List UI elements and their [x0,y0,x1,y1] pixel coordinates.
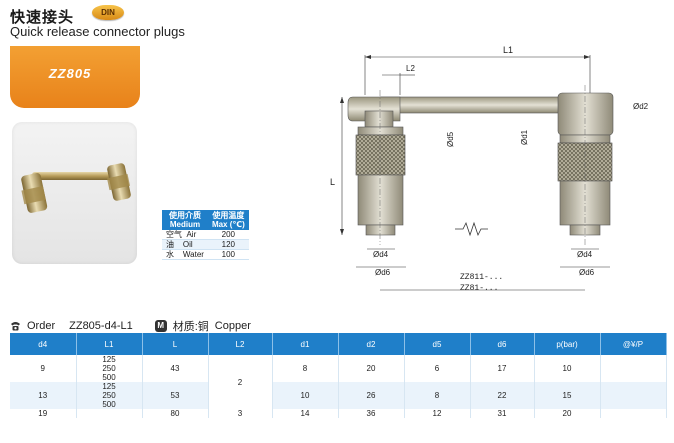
spec-header-row: d4 L1 L L2 d1 d2 d5 d6 p(bar) @¥/P [10,333,667,355]
technical-drawing: L1 L2 L Ød2 Ød5 Ød1 Ød4 Ød6 Ød4 Ød6 ZZ81… [330,45,649,293]
dim-d6-left: Ød6 [375,268,391,277]
material-label: 材质:铜 [172,321,209,333]
order-code: ZZ805-d4-L1 [69,320,133,332]
order-label: Order [27,320,56,332]
din-badge: DIN [92,5,124,20]
order-line: Order ZZ805-d4-L1 M 材质:铜 Copper [10,318,251,334]
dim-d1: Ød1 [520,129,529,145]
table-row: 125 [10,382,667,391]
dim-d4-right: Ød4 [577,250,593,259]
medium-row: 水 Water 100 [162,249,249,260]
dim-d6-right: Ød6 [579,268,595,277]
col-d2: d2 [338,333,405,355]
dim-l2: L2 [406,64,415,73]
phone-icon [11,322,20,331]
col-pressure: p(bar) [534,333,601,355]
model-label: ZZ805 [48,66,92,81]
l2-merged: 2 [208,355,273,409]
product-photo [12,122,137,264]
dim-l: L [330,177,335,187]
col-l1: L1 [76,333,143,355]
col-d5: d5 [404,333,471,355]
dim-l1: L1 [503,45,513,55]
col-l2: L2 [208,333,273,355]
col-l: L [142,333,209,355]
model-banner [10,46,140,108]
table-row: 500 [10,400,667,409]
page-title-cn: 快速接头 [10,9,75,26]
col-d6: d6 [470,333,535,355]
dim-d2: Ød2 [633,102,649,111]
spec-table: d4 L1 L L2 d1 d2 d5 d6 p(bar) @¥/P 125 2… [10,333,667,418]
material-icon: M [154,320,167,332]
col-price: @¥/P [600,333,667,355]
medium-row: 空气 Air 200 [162,230,249,240]
label-zz81: ZZ81-... [460,284,498,293]
table-row: 125 2 [10,355,667,409]
medium-row: 油 Oil 120 [162,239,249,250]
table-row: 500 [10,373,667,382]
dim-d5: Ød5 [446,131,455,147]
material-en: Copper [214,320,251,332]
label-zz811: ZZ811-... [460,273,503,282]
page-title-en: Quick release connector plugs [10,24,185,39]
dim-d4-left: Ød4 [373,250,389,259]
col-d4: d4 [10,333,77,355]
connector-photo-icon [21,163,131,213]
col-d1: d1 [272,333,339,355]
